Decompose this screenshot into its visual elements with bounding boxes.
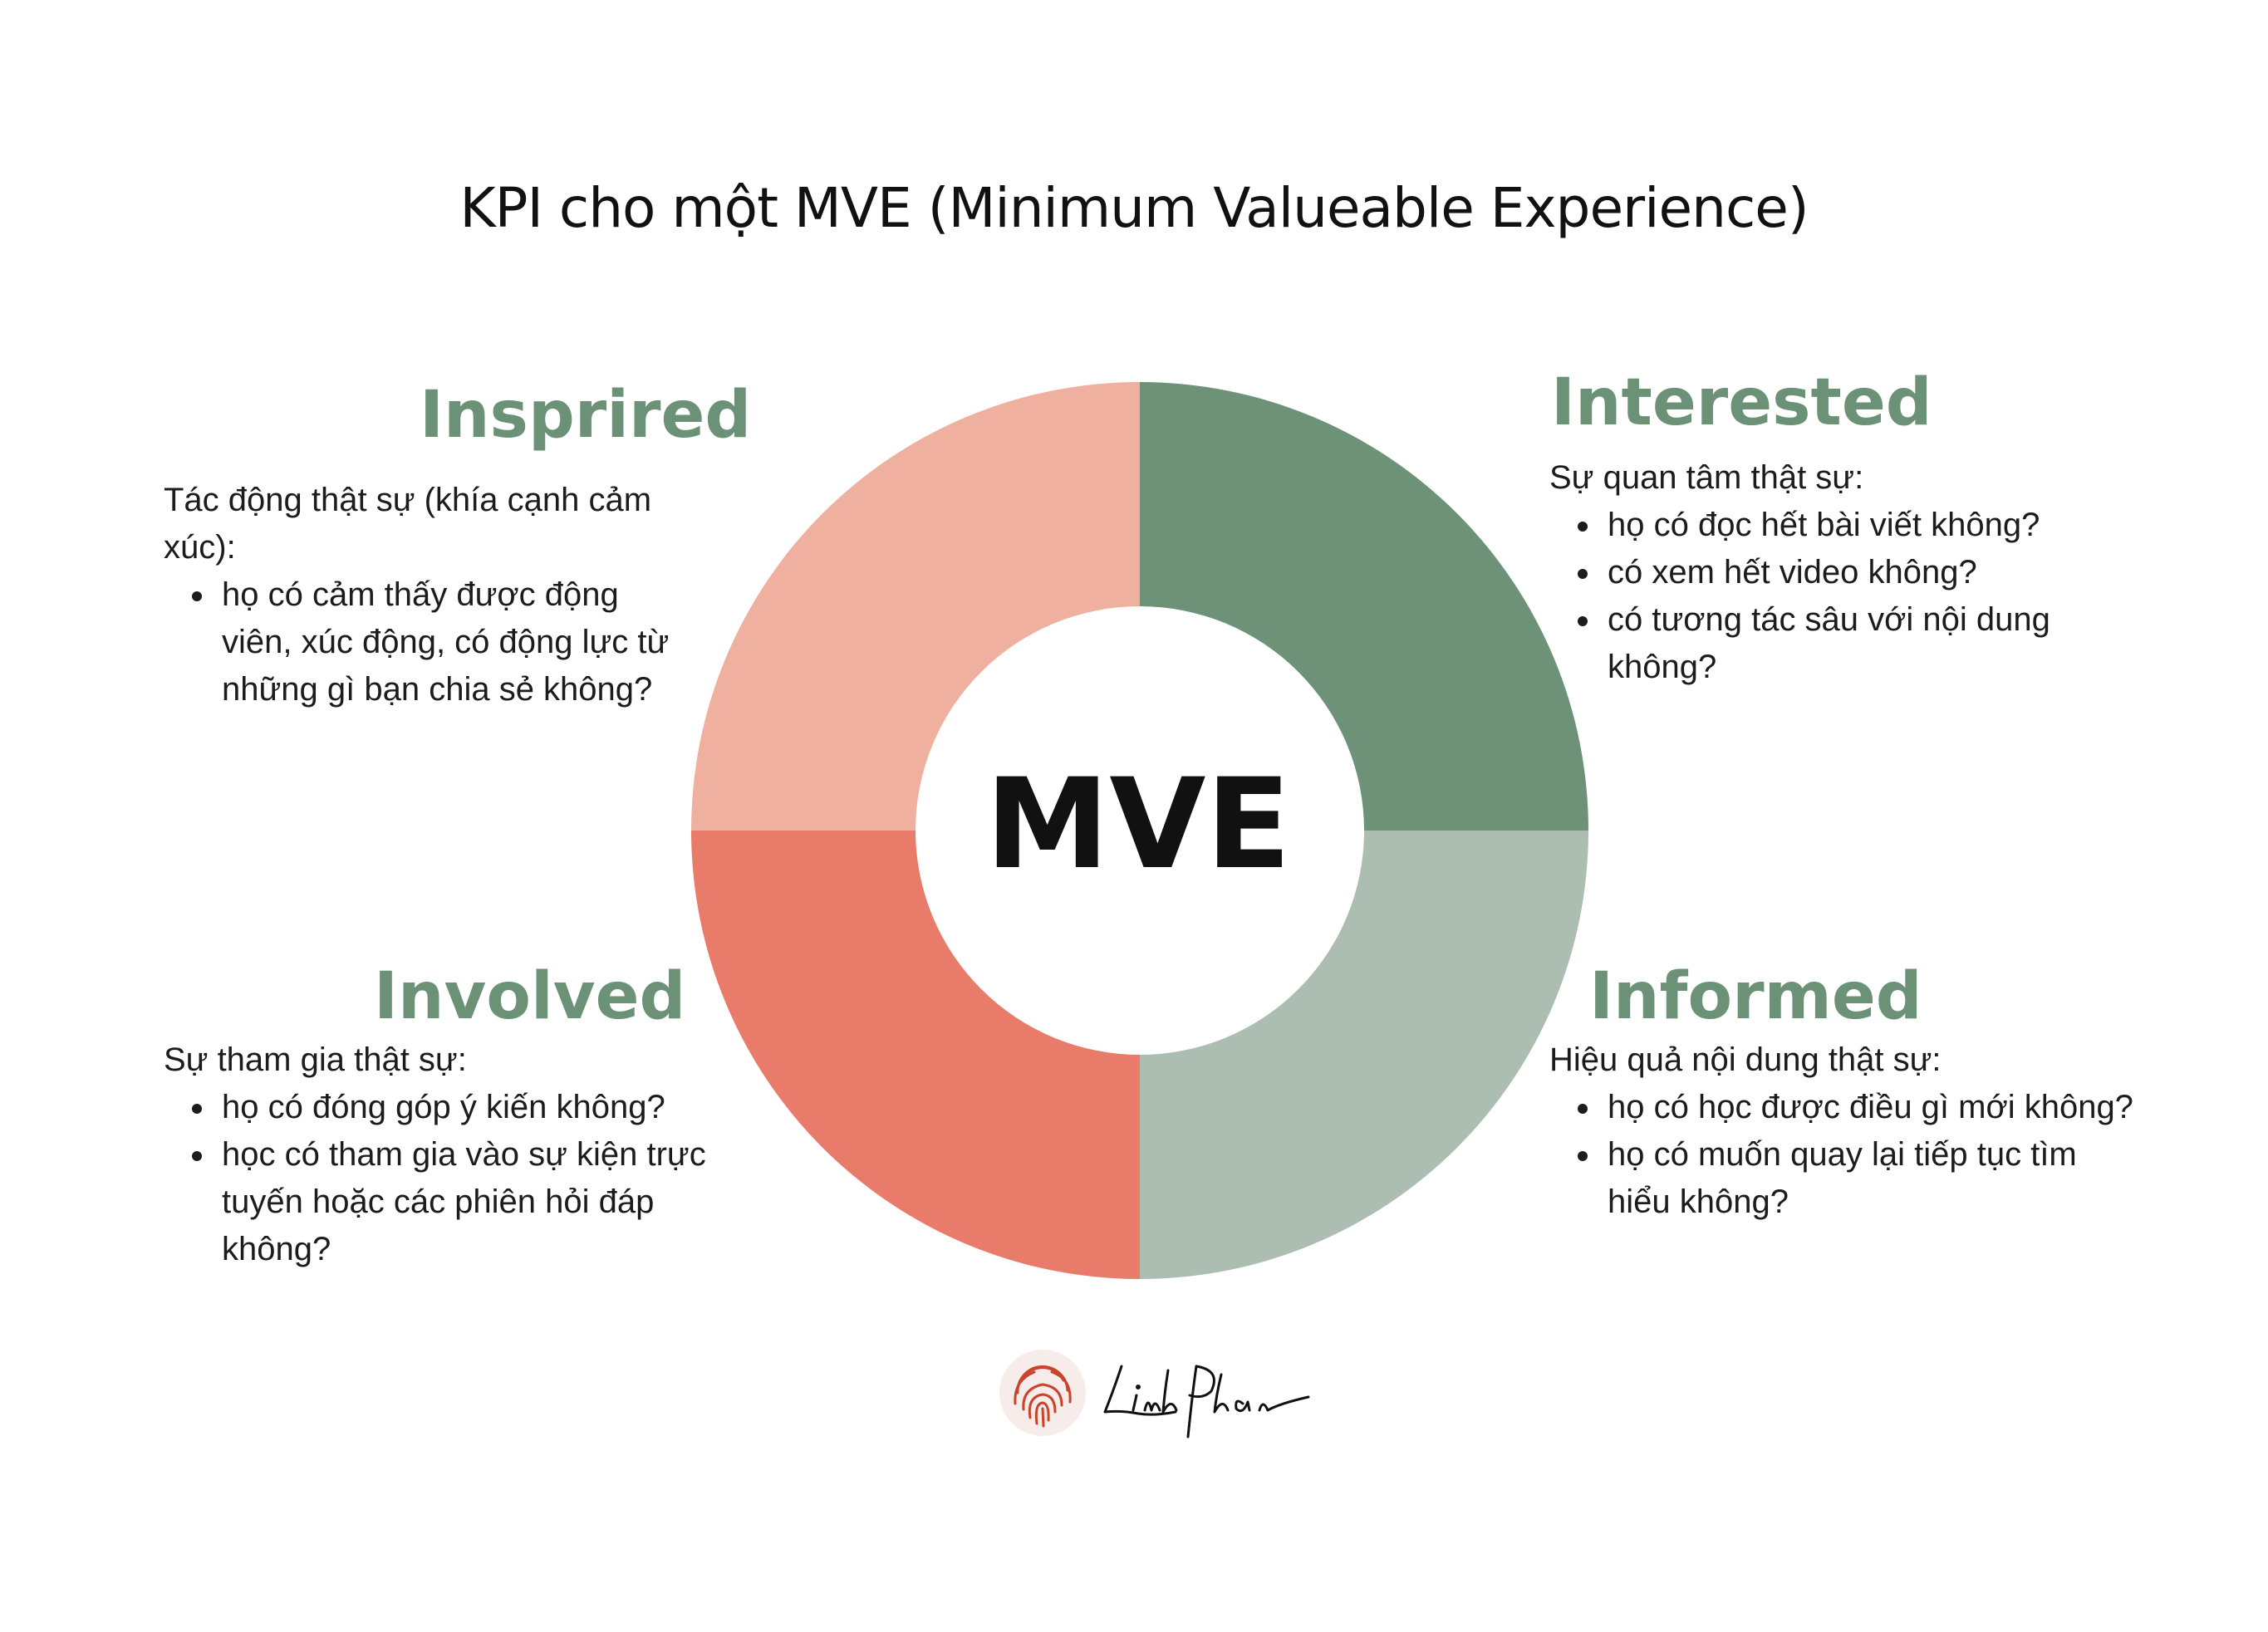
list-item: học có tham gia vào sự kiện trực tuyến h… — [164, 1131, 737, 1273]
block-interested: Sự quan tâm thật sự: họ có đọc hết bài v… — [1549, 454, 2081, 691]
fingerprint-icon — [999, 1350, 1086, 1436]
heading-inspired: Insprired — [420, 378, 752, 453]
bullets-involved: họ có đóng góp ý kiến không? học có tham… — [164, 1084, 737, 1273]
list-item: họ có cảm thấy được động viên, xúc động,… — [164, 571, 695, 713]
heading-informed: Informed — [1589, 959, 1922, 1034]
block-involved: Sự tham gia thật sự: họ có đóng góp ý ki… — [164, 1037, 737, 1273]
heading-interested: Interested — [1551, 365, 1932, 440]
bullets-informed: họ có học được điều gì mới không? họ có … — [1549, 1084, 2148, 1226]
intro-inspired: Tác động thật sự (khía cạnh cảm xúc): — [164, 482, 652, 566]
bullets-interested: họ có đọc hết bài viết không? có xem hết… — [1549, 502, 2081, 691]
bullet-dot — [1578, 616, 1588, 626]
heading-involved: Involved — [374, 959, 686, 1034]
signature-image — [1103, 1365, 1310, 1438]
bullets-inspired: họ có cảm thấy được động viên, xúc động,… — [164, 571, 695, 713]
bullet-dot — [192, 591, 202, 601]
center-label: MVE — [985, 752, 1291, 897]
list-item: họ có đọc hết bài viết không? — [1549, 502, 2081, 549]
segment-interested — [1140, 382, 1588, 831]
intro-informed: Hiệu quả nội dung thật sự: — [1549, 1041, 1942, 1078]
page-title: KPI cho một MVE (Minimum Valueable Exper… — [459, 176, 1809, 240]
block-informed: Hiệu quả nội dung thật sự: họ có học đượ… — [1549, 1037, 2148, 1226]
list-item: có xem hết video không? — [1549, 549, 2081, 596]
bullet-dot — [1578, 1104, 1588, 1114]
list-item: họ có muốn quay lại tiếp tục tìm hiểu kh… — [1549, 1131, 2148, 1226]
bullet-dot — [192, 1151, 202, 1161]
block-inspired: Tác động thật sự (khía cạnh cảm xúc): họ… — [164, 477, 695, 713]
list-item: họ có đóng góp ý kiến không? — [164, 1084, 737, 1131]
intro-involved: Sự tham gia thật sự: — [164, 1041, 467, 1078]
bullet-dot — [1578, 569, 1588, 579]
bullet-dot — [192, 1104, 202, 1114]
bullet-dot — [1578, 1151, 1588, 1161]
list-item: họ có học được điều gì mới không? — [1549, 1084, 2148, 1131]
intro-interested: Sự quan tâm thật sự: — [1549, 459, 1864, 496]
bullet-dot — [1578, 522, 1588, 532]
segment-involved — [691, 831, 1140, 1279]
segment-inspired — [691, 382, 1140, 831]
list-item: có tương tác sâu với nội dung không? — [1549, 596, 2081, 691]
segment-informed — [1140, 831, 1588, 1279]
